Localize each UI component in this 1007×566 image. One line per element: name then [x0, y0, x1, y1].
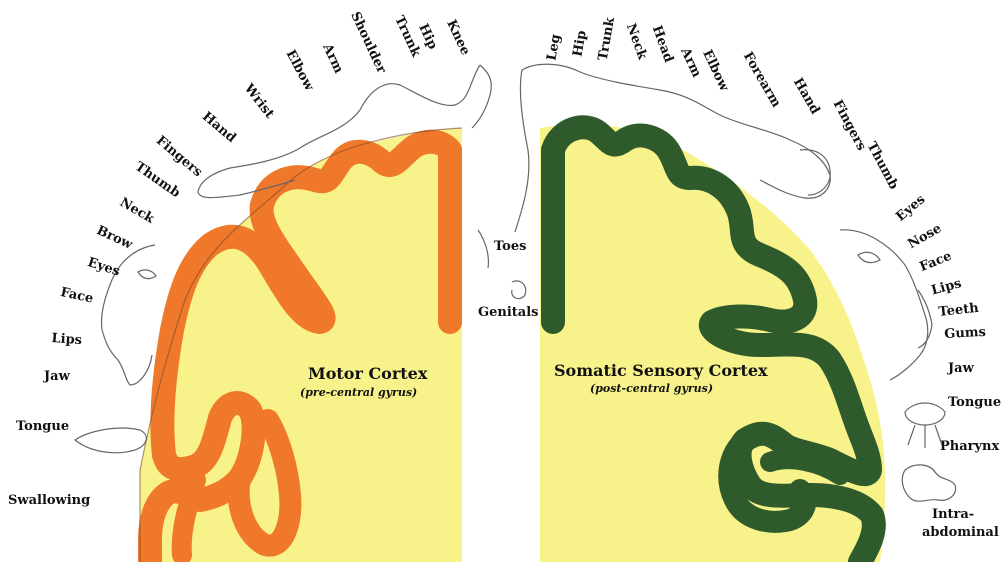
sensory-label-genitals: Genitals	[478, 306, 538, 319]
sensory-label-pharynx: Pharynx	[940, 440, 999, 453]
sensory-label-abdominal: abdominal	[922, 526, 999, 539]
sensory-label-toes: Toes	[494, 240, 526, 253]
motor-tongue-outline	[75, 428, 146, 453]
sensory-label-intra: Intra-	[932, 508, 974, 521]
motor-cortex-subtitle: (pre-central gyrus)	[300, 386, 417, 399]
sensory-label-tongue: Tongue	[948, 396, 1001, 409]
sensory-label-teeth: Teeth	[938, 302, 979, 319]
sensory-eye-outline	[858, 252, 880, 262]
intestine-outline	[902, 465, 955, 501]
motor-label-jaw: Jaw	[44, 370, 70, 383]
motor-label-swallowing: Swallowing	[8, 494, 90, 507]
sensory-hand-outline	[800, 150, 830, 195]
motor-label-lips: Lips	[51, 332, 82, 347]
motor-hemisphere	[140, 128, 462, 562]
sensory-cortex-title: Somatic Sensory Cortex	[554, 361, 768, 380]
sensory-leg-outline	[515, 70, 529, 232]
genitals-outline	[512, 281, 526, 299]
sensory-label-jaw: Jaw	[948, 362, 974, 375]
motor-eye-outline	[138, 270, 156, 279]
motor-cortex-title: Motor Cortex	[308, 364, 427, 383]
pharynx-outline	[905, 403, 945, 425]
motor-label-tongue: Tongue	[16, 420, 69, 433]
sensory-cortex-subtitle: (post-central gyrus)	[590, 382, 713, 395]
sensory-label-gums: Gums	[944, 326, 986, 341]
toes-outline	[478, 230, 488, 268]
sensory-hemisphere	[540, 124, 885, 562]
